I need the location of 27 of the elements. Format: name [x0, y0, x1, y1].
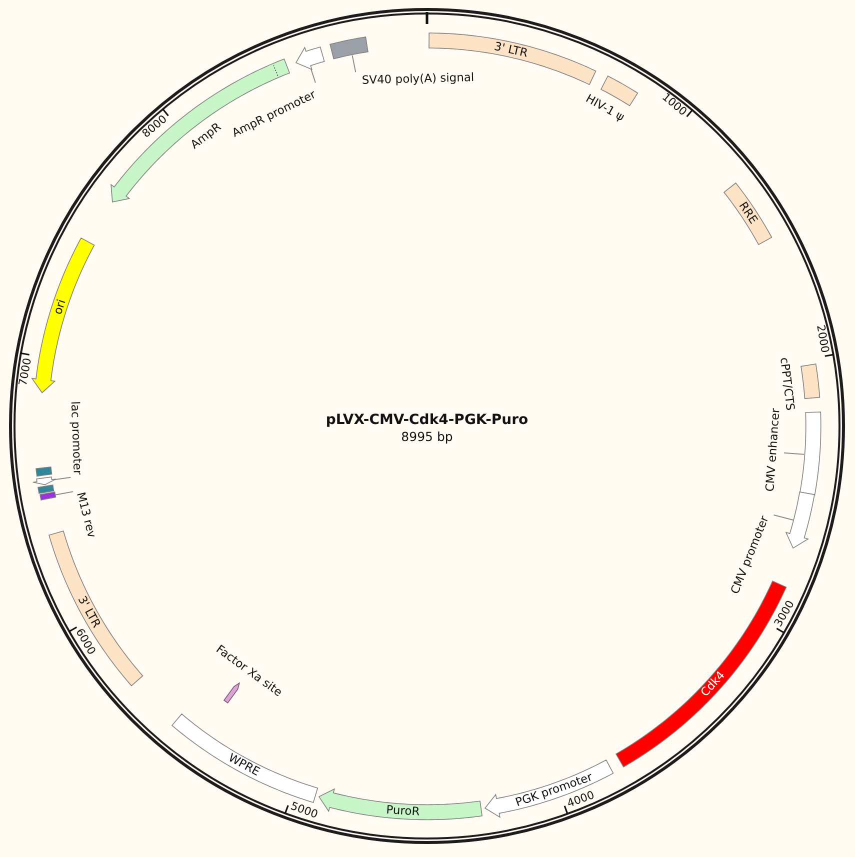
directional-feature — [484, 758, 614, 818]
feature-label: lac promoter — [68, 401, 84, 476]
directional-feature — [294, 46, 325, 71]
plasmid-name: pLVX-CMV-Cdk4-PGK-Puro — [326, 412, 528, 428]
tick-label: 5000 — [288, 800, 320, 822]
feature-block — [329, 36, 370, 60]
feature-block — [34, 466, 53, 477]
leader-line — [54, 491, 74, 496]
feature-label: ori — [52, 298, 69, 316]
tick-label: 2000 — [813, 324, 831, 354]
feature-block — [37, 484, 56, 495]
directional-feature — [31, 236, 96, 394]
feature-label: M13 rev — [74, 490, 99, 539]
leader-line — [773, 514, 794, 520]
feature-label: 3' LTR — [493, 40, 530, 60]
feature-block — [723, 182, 774, 246]
feature-block — [798, 411, 822, 496]
leader-line — [352, 54, 356, 73]
directional-feature — [784, 491, 816, 550]
directional-feature — [32, 476, 58, 486]
tick-label: 7000 — [17, 356, 35, 387]
feature-label: PuroR — [386, 803, 420, 818]
directional-feature — [318, 788, 483, 820]
feature-label: SV40 poly(A) signal — [362, 71, 474, 88]
plasmid-size: 8995 bp — [401, 430, 453, 444]
feature-block — [38, 491, 56, 502]
leader-line — [784, 452, 804, 455]
